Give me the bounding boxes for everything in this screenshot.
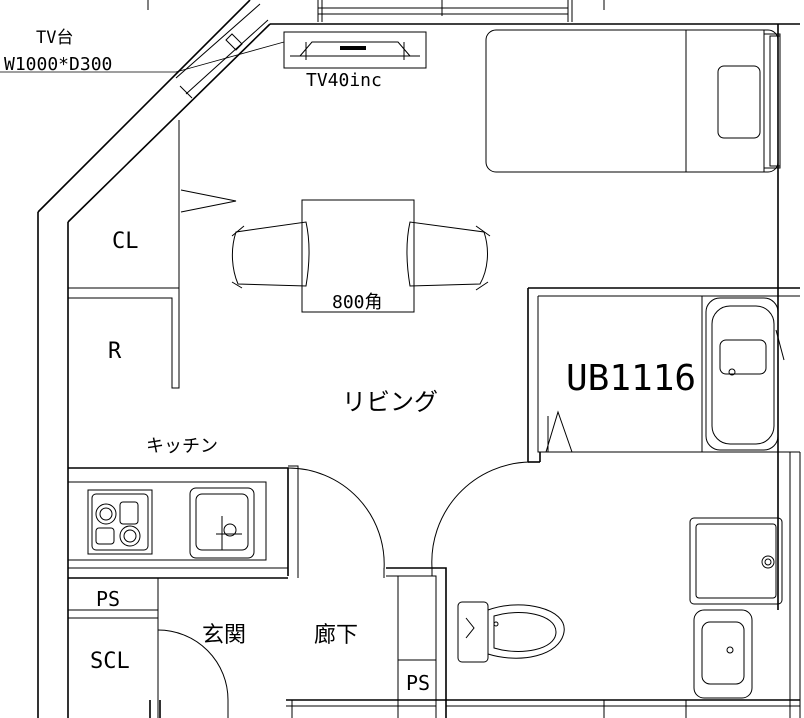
shoe-closet-label: SCL	[90, 649, 130, 674]
dining-table	[231, 199, 491, 313]
tv-stand-size-label: W1000*D300	[4, 54, 112, 75]
toilet	[457, 601, 565, 663]
pipe-space-left-label: PS	[96, 587, 120, 611]
unit-bath-label: UB1116	[566, 358, 696, 399]
refrigerator-label: R	[108, 339, 122, 364]
doors	[157, 461, 531, 718]
walls	[37, 0, 801, 718]
tv-stand	[0, 31, 427, 73]
pipe-space-bottom-label: PS	[406, 671, 430, 695]
hallway-label: 廊下	[314, 623, 358, 648]
closet-label: CL	[112, 229, 139, 254]
entrance-label: 玄関	[202, 623, 246, 648]
kitchen-label: キッチン	[146, 436, 218, 457]
kitchen-counter	[67, 481, 267, 561]
tv-stand-title-label: TV台	[36, 28, 73, 48]
bathtub	[545, 297, 785, 453]
tv-label: TV40inc	[306, 70, 382, 91]
washbasin	[689, 517, 783, 699]
living-room-label: リビング	[342, 388, 438, 416]
table-size-label: 800角	[332, 292, 383, 313]
bed	[485, 29, 781, 173]
